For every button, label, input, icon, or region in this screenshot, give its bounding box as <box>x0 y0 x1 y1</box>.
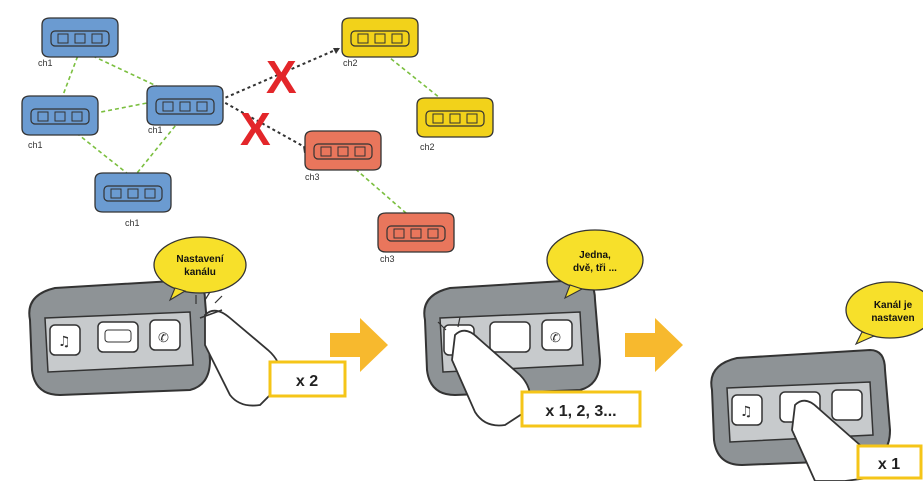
step-1: ♫ ✆ Nastavení kanálu x 2 <box>28 236 347 407</box>
network-unit-u6 <box>416 97 494 138</box>
speech-bubble-2: Jedna, dvě, tři ... <box>546 229 644 300</box>
bubble-3-line-2: nastaven <box>871 313 914 324</box>
bubble-2-line-2: dvě, tři ... <box>573 263 617 274</box>
speech-bubble-3: Kanál je nastaven <box>845 281 923 346</box>
unit-label-u5: ch2 <box>343 58 358 68</box>
speech-bubble-1: Nastavení kanálu <box>153 236 247 302</box>
bubble-3-line-1: Kanál je <box>874 300 913 311</box>
blocked-cross-2: X <box>240 103 271 155</box>
svg-text:♫: ♫ <box>58 334 71 350</box>
unit-label-u6: ch2 <box>420 142 435 152</box>
network-unit-u3 <box>94 172 172 213</box>
unit-label-u1: ch1 <box>38 58 53 68</box>
network-unit-u1 <box>41 17 119 58</box>
network-unit-u8 <box>377 212 455 253</box>
tap-count-box-1: x 2 <box>268 360 347 398</box>
link-u1-u2 <box>59 49 81 104</box>
bubble-2-line-1: Jedna, <box>579 250 611 261</box>
tap-count-box-2: x 1, 2, 3... <box>520 390 642 428</box>
unit-label-u8: ch3 <box>380 254 395 264</box>
tap-count-3: x 1 <box>878 456 900 473</box>
network-unit-u7 <box>304 130 382 171</box>
link-u3-u4 <box>132 119 181 179</box>
unit-label-u7: ch3 <box>305 172 320 182</box>
tap-count-1: x 2 <box>296 373 318 390</box>
step-2: ✆ Jedna, dvě, tři ... x 1, 2, 3... <box>423 229 644 428</box>
network-unit-u5 <box>341 17 419 58</box>
blocked-cross-1: X <box>266 51 297 103</box>
bubble-1-line-1: Nastavení <box>176 254 224 265</box>
unit-label-u2: ch1 <box>28 140 43 150</box>
unit-label-u4: ch1 <box>148 125 163 135</box>
flow-arrow-2 <box>625 318 683 372</box>
unit-label-u3: ch1 <box>125 218 140 228</box>
svg-text:✆: ✆ <box>550 331 561 346</box>
tap-count-box-3: x 1 <box>856 444 923 480</box>
network-unit-u2 <box>21 95 99 136</box>
bubble-1-line-2: kanálu <box>184 267 216 278</box>
step-3: ♫ Kanál je nastaven x 1 <box>710 281 923 481</box>
svg-text:✆: ✆ <box>158 331 169 346</box>
hand-1 <box>195 291 283 407</box>
flow-arrow-1 <box>330 318 388 372</box>
network-unit-u4 <box>146 85 224 126</box>
tap-count-2: x 1, 2, 3... <box>545 403 616 420</box>
headset-device-1: ♫ ✆ <box>28 278 212 397</box>
svg-text:♫: ♫ <box>740 404 753 420</box>
